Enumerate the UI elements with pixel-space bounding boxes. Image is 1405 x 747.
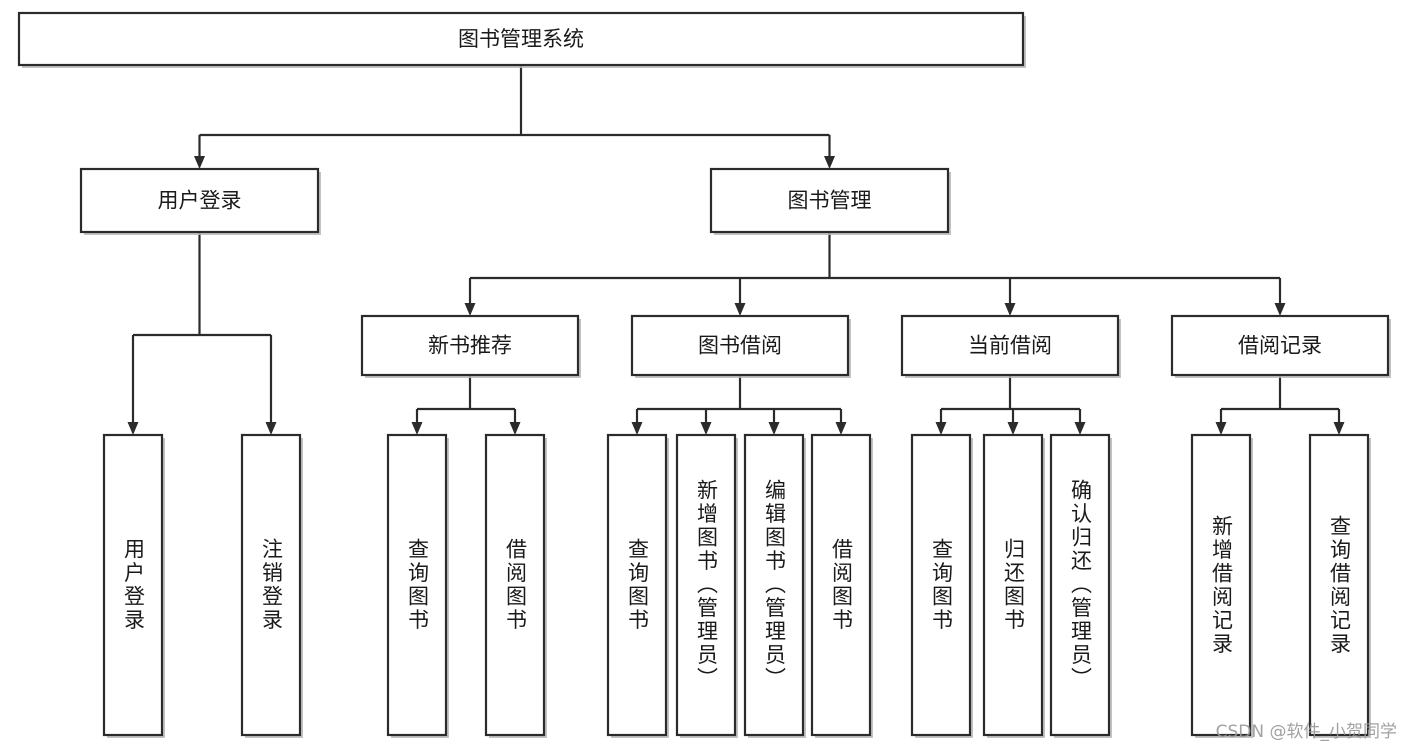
node-box-leaf-query-book-new[interactable] [386,433,448,737]
node-box-leaf-add-book[interactable] [675,433,737,737]
boxes-layer [17,11,1391,738]
node-label-current-borrow: 当前借阅 [968,334,1052,358]
arrow-head-leaf-borrow-book [835,422,847,435]
arrow-head-leaf-borrow-book-new [509,422,521,435]
arrow-head-new-book-recommend [464,303,476,316]
arrow-head-book-management [824,156,835,169]
node-box-leaf-edit-book[interactable] [743,433,805,737]
arrow-head-leaf-query-book-current [935,422,947,435]
arrow-head-leaf-edit-book [768,422,780,435]
node-box-leaf-add-borrow-record[interactable] [1190,433,1252,737]
arrow-head-leaf-user-logout [265,422,277,435]
arrow-head-user-login [194,156,205,169]
arrow-head-book-borrow [734,303,746,316]
node-box-leaf-query-book-current[interactable] [910,433,972,737]
watermark-text: CSDN @软件_小贺同学 [1215,722,1397,742]
node-label-book-management: 图书管理 [788,189,872,213]
arrow-head-borrow-record [1274,303,1286,316]
arrow-head-current-borrow [1004,303,1016,316]
node-box-leaf-user-login[interactable] [102,433,164,737]
node-box-leaf-borrow-book[interactable] [810,433,872,737]
node-box-book-borrow[interactable] [630,314,850,377]
node-box-root[interactable] [17,11,1025,67]
node-box-new-book-recommend[interactable] [360,314,580,377]
arrow-head-leaf-query-book-new [411,422,423,435]
node-box-leaf-confirm-return[interactable] [1049,433,1111,737]
node-box-current-borrow[interactable] [900,314,1120,377]
connectors-layer [127,65,1345,435]
node-box-leaf-return-book[interactable] [982,433,1044,737]
arrow-head-leaf-user-login [127,422,139,435]
arrow-head-leaf-add-borrow-record [1215,422,1227,435]
node-label-book-borrow: 图书借阅 [698,334,782,358]
node-box-borrow-record[interactable] [1170,314,1390,377]
arrow-head-leaf-confirm-return [1074,422,1086,435]
node-box-leaf-borrow-book-new[interactable] [484,433,546,737]
node-box-leaf-query-borrow-record[interactable] [1308,433,1370,737]
node-label-user-login: 用户登录 [158,189,242,213]
node-label-new-book-recommend: 新书推荐 [428,334,512,358]
node-box-user-login[interactable] [79,167,320,234]
arrow-head-leaf-query-book-borrow [631,422,643,435]
arrow-head-leaf-add-book [700,422,712,435]
node-box-book-management[interactable] [709,167,950,234]
node-label-root: 图书管理系统 [458,27,584,51]
node-box-leaf-query-book-borrow[interactable] [606,433,668,737]
arrow-head-leaf-return-book [1007,422,1019,435]
node-box-leaf-user-logout[interactable] [240,433,302,737]
node-label-borrow-record: 借阅记录 [1238,334,1322,358]
arrow-head-leaf-query-borrow-record [1333,422,1345,435]
